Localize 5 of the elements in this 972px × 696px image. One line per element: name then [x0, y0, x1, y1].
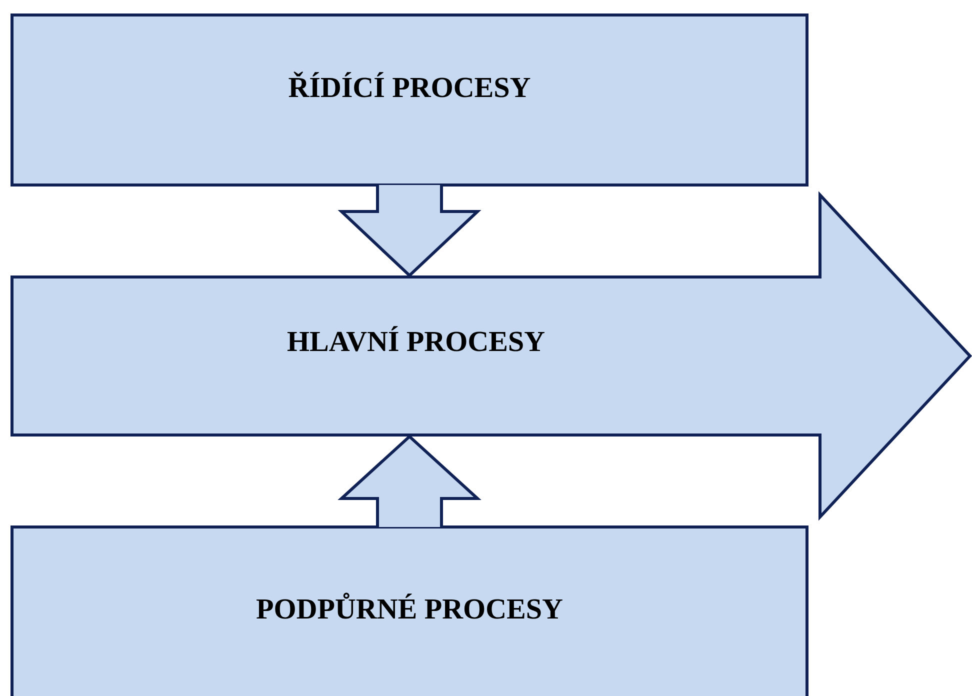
block-arrow: [338, 184, 482, 278]
pointed-banner: HLAVNÍ PROCESY: [10, 191, 972, 521]
process-box: ŘÍDÍCÍ PROCESY: [10, 14, 808, 186]
process-box: PODPŮRNÉ PROCESY: [10, 525, 808, 696]
block-arrow: [338, 434, 482, 528]
